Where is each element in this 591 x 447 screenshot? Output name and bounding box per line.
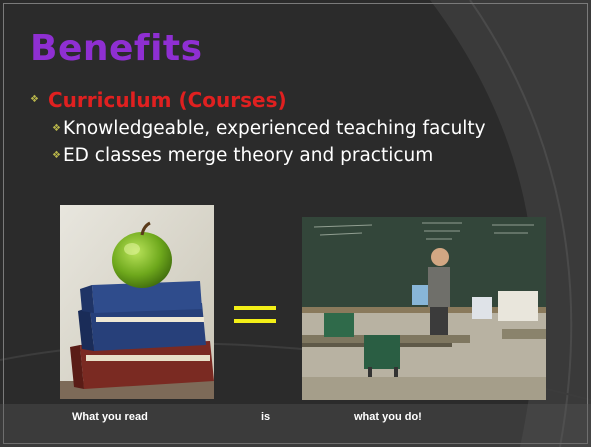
bullet-level2: ❖ Knowledgeable, experienced teaching fa… [52, 118, 486, 139]
bullet-level1: ❖ Curriculum (Courses) [30, 88, 287, 112]
slide-title: Benefits [30, 28, 203, 69]
classroom-teacher-photo [302, 217, 546, 400]
bullet-level2: ❖ ED classes merge theory and practicum [52, 145, 433, 166]
slide-frame [3, 3, 588, 444]
diamond-bullet-icon: ❖ [52, 122, 61, 134]
bullet-text: Knowledgeable, experienced teaching facu… [62, 118, 486, 139]
diamond-bullet-icon: ❖ [52, 149, 61, 161]
bullet-text: ED classes merge theory and practicum [62, 145, 434, 166]
bullet-text: Curriculum (Courses) [47, 88, 287, 112]
diamond-bullet-icon: ❖ [30, 94, 39, 105]
caption-read: What you read [72, 411, 148, 423]
caption-do: what you do! [354, 411, 422, 423]
caption-band [0, 404, 591, 447]
equals-icon [234, 306, 276, 332]
caption-is: is [261, 411, 271, 423]
apple-on-books-photo [60, 205, 214, 399]
